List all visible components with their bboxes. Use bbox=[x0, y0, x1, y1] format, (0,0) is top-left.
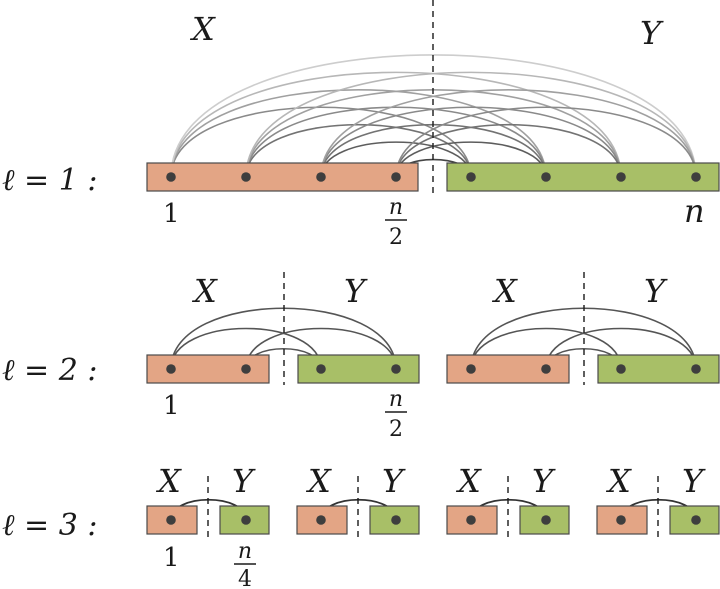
level-2-group-1-edge-x1-y1 bbox=[170, 327, 322, 370]
level-3-group-3-x-label: X bbox=[455, 462, 482, 500]
level-1-edge-x1-y3 bbox=[170, 71, 622, 178]
level-1-edge-x1-y4 bbox=[170, 54, 697, 178]
level-2-right-x-label: X bbox=[491, 272, 518, 310]
level-2-group-1-edge-x2-y2 bbox=[245, 327, 397, 370]
level-3-group-1-y-label: Y bbox=[232, 462, 256, 500]
level-1-label: ℓ = 1 : bbox=[2, 163, 97, 198]
level-2-group-2-y-block bbox=[597, 354, 720, 384]
level-2-group-2-x-dot-2 bbox=[541, 364, 551, 374]
level-1-y-dot-4 bbox=[691, 172, 701, 182]
level-3-group-3-x-dot bbox=[466, 515, 476, 525]
level-2-group-1-y-block bbox=[297, 354, 420, 384]
level-1-edge-x4-y4 bbox=[395, 106, 697, 178]
level-3-group-2-y-dot bbox=[391, 515, 401, 525]
level-3-index-mid-numerator: n bbox=[238, 539, 252, 564]
level-1-index-mid-denominator: 2 bbox=[389, 225, 403, 250]
level-2-group-2-edge-x1-y1 bbox=[470, 327, 622, 370]
level-2-group-1-y-dot-2 bbox=[391, 364, 401, 374]
level-1-edge-x3-y3 bbox=[320, 106, 622, 178]
level-2-right-y-label: Y bbox=[644, 272, 668, 310]
level-2-index-mid-denominator: 2 bbox=[389, 417, 403, 442]
level-1-edge-x3-y4 bbox=[320, 89, 697, 178]
level-3-group-3-y-label: Y bbox=[532, 462, 556, 500]
level-3-group-1-x-dot bbox=[166, 515, 176, 525]
level-2-left-y-label: Y bbox=[344, 272, 368, 310]
level-3-group-2-x-dot bbox=[316, 515, 326, 525]
level-2-left-x-label: X bbox=[191, 272, 218, 310]
level-3-group-4-y-dot bbox=[691, 515, 701, 525]
level-2-group-1-x-dot-1 bbox=[166, 364, 176, 374]
level-2-label: ℓ = 2 : bbox=[2, 353, 97, 388]
level-1-edge-x4-y3 bbox=[395, 123, 622, 178]
level-1-x-dot-3 bbox=[316, 172, 326, 182]
level-1-edge-x2-y4 bbox=[245, 71, 697, 178]
level-1-y-dot-2 bbox=[541, 172, 551, 182]
level-3-group-4-x-label: X bbox=[605, 462, 632, 500]
level-1-x-dot-1 bbox=[166, 172, 176, 182]
level-3-group-3-y-dot bbox=[541, 515, 551, 525]
block-layer bbox=[146, 162, 720, 535]
level-3-label: ℓ = 3 : bbox=[2, 508, 97, 543]
level-1-index-start: 1 bbox=[163, 199, 180, 229]
level-3-group-2-x-label: X bbox=[305, 462, 332, 500]
level-2-group-2-y-dot-1 bbox=[616, 364, 626, 374]
level-1-y-block bbox=[446, 162, 720, 192]
level-3-group-1-y-dot bbox=[241, 515, 251, 525]
level-1-edge-x4-y2 bbox=[395, 141, 547, 178]
level-1-index-mid-numerator: n bbox=[389, 195, 403, 220]
level-3-group-2-y-label: Y bbox=[382, 462, 406, 500]
divider-layer bbox=[207, 0, 659, 540]
level-3-index-start: 1 bbox=[163, 543, 180, 573]
level-1-x-dot-4 bbox=[391, 172, 401, 182]
level-1-edge-x1-y2 bbox=[170, 89, 547, 178]
level-2-group-1-x-dot-2 bbox=[241, 364, 251, 374]
level-2-group-1-y-dot-1 bbox=[316, 364, 326, 374]
level-3-group-4-x-dot bbox=[616, 515, 626, 525]
level-3-index-mid-denominator: 4 bbox=[238, 567, 252, 589]
level-1-y-dot-1 bbox=[466, 172, 476, 182]
level-1-y-label: Y bbox=[640, 14, 664, 52]
level-1-edge-x1-y1 bbox=[170, 106, 472, 178]
level-2-index-start: 1 bbox=[163, 391, 180, 421]
level-1-index-end: n bbox=[684, 192, 705, 230]
level-1-y-dot-3 bbox=[616, 172, 626, 182]
level-2-group-2-edge-x2-y2 bbox=[545, 327, 697, 370]
level-1-x-label: X bbox=[189, 10, 216, 48]
level-1-edge-x2-y1 bbox=[245, 123, 472, 178]
dot-layer bbox=[166, 172, 701, 525]
level-1-x-dot-2 bbox=[241, 172, 251, 182]
level-3-group-1-x-label: X bbox=[155, 462, 182, 500]
level-2-group-2-y-dot-2 bbox=[691, 364, 701, 374]
level-1-edge-x2-y2 bbox=[245, 106, 547, 178]
level-2-group-2-x-dot-1 bbox=[466, 364, 476, 374]
level-2-index-mid-numerator: n bbox=[389, 387, 403, 412]
level-1-x-block bbox=[146, 162, 419, 192]
level-3-group-4-y-label: Y bbox=[682, 462, 706, 500]
level-1-edge-x3-y1 bbox=[320, 141, 472, 178]
